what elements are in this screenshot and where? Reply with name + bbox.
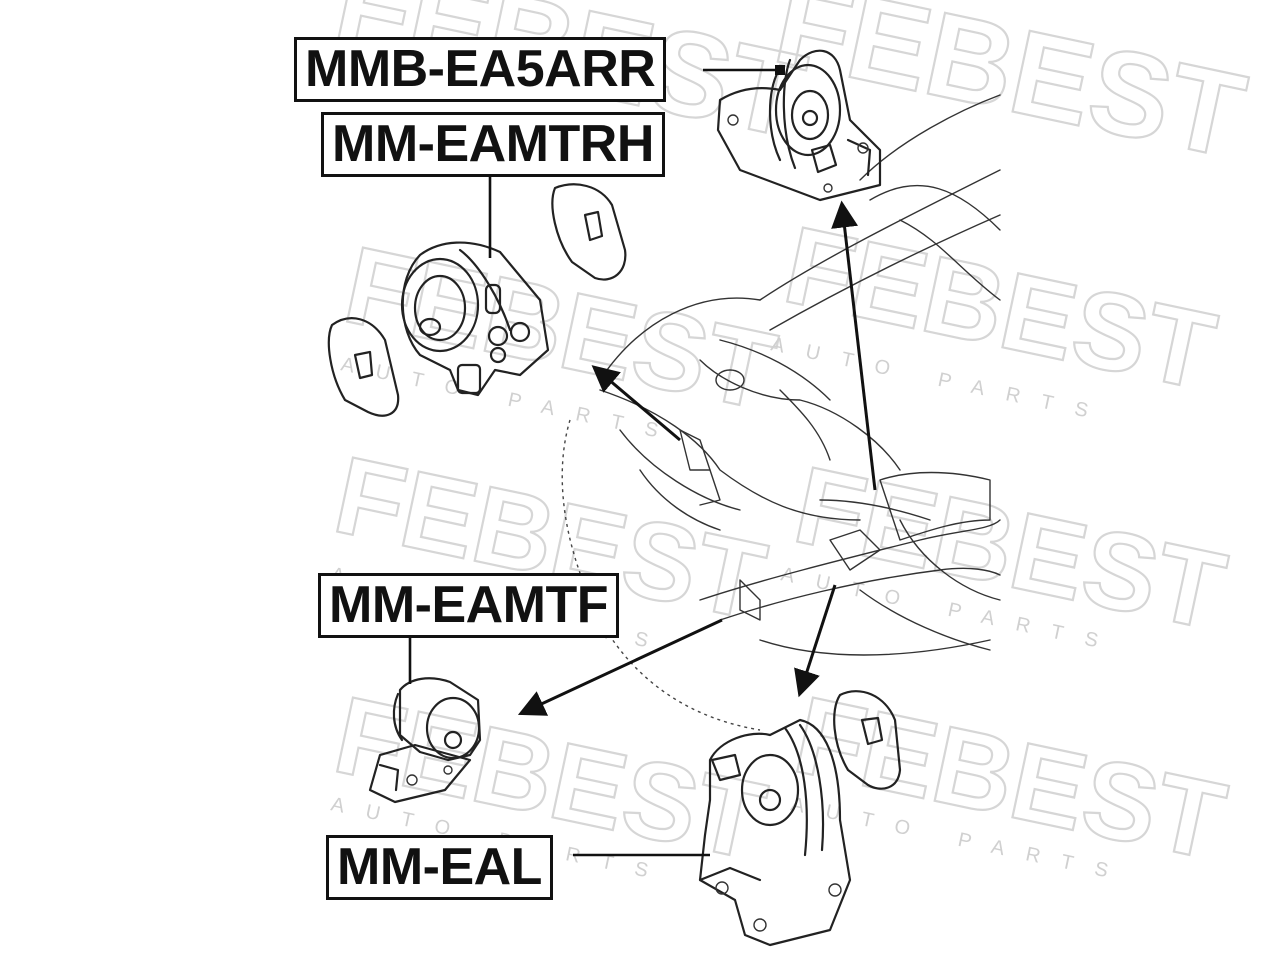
arrowhead-icon: [517, 618, 723, 716]
part-label-mm-eamtrh[interactable]: MM-EAMTRH: [321, 112, 665, 177]
arrowhead-icon: [794, 584, 837, 698]
part-label-mm-eamtf[interactable]: MM-EAMTF: [318, 573, 620, 638]
part-label-mm-eal[interactable]: MM-EAL: [326, 835, 553, 900]
engine-bay-drawing: [561, 94, 1001, 731]
mount-mmb-ea5arr-drawing: [716, 49, 882, 202]
arrowhead-icon: [831, 200, 877, 491]
arrowhead-icon: [591, 365, 681, 442]
leader-lines: [408, 65, 785, 857]
leader-dot-icon: [775, 65, 785, 75]
location-arrows: [517, 200, 877, 716]
mount-mm-eal-drawing: [698, 690, 902, 947]
part-label-mmb-ea5arr[interactable]: MMB-EA5ARR: [294, 37, 667, 102]
mount-mm-eamtf-drawing: [368, 677, 482, 804]
mount-mm-eamtrh-drawing: [327, 183, 627, 417]
